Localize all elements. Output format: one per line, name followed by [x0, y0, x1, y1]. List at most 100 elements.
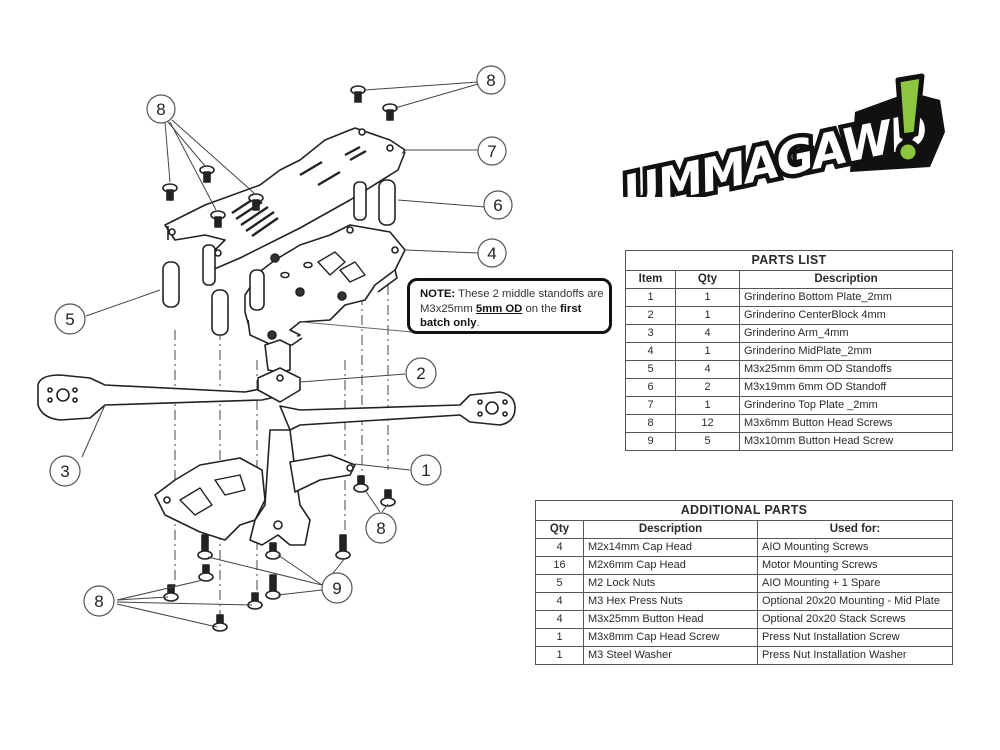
callout-2: 2 — [405, 357, 437, 389]
callout-label: 4 — [487, 244, 496, 263]
cell-qty: 4 — [675, 360, 740, 379]
screw — [265, 574, 281, 600]
cell-qty: 2 — [675, 378, 740, 397]
callout-8-top-right: 8 — [476, 65, 506, 95]
column-header-description: Description — [739, 270, 953, 289]
cell-item: 4 — [625, 342, 676, 361]
note-text: on the — [522, 302, 561, 315]
screw — [247, 592, 263, 610]
screw — [198, 564, 214, 582]
cell-qty: 1 — [675, 306, 740, 325]
cell-item: 9 — [625, 432, 676, 451]
note-text: These 2 middle standoffs are M3x25mm — [420, 288, 604, 315]
center-block — [257, 367, 301, 403]
cell-description: Grinderino CenterBlock 4mm — [739, 306, 953, 325]
callout-label: 5 — [65, 310, 74, 329]
ummagawd-logo: UMMAGAWD — [613, 73, 945, 197]
parts-list-title: PARTS LIST — [625, 250, 953, 271]
callout-8-right: 8 — [365, 512, 397, 544]
callout-label: 8 — [94, 592, 103, 611]
callout-1: 1 — [410, 454, 442, 486]
cell-description: M3x19mm 6mm OD Standoff — [739, 378, 953, 397]
screw — [265, 542, 281, 560]
logo-shadow — [850, 92, 945, 172]
cell-description: Grinderino Bottom Plate_2mm — [739, 288, 953, 307]
cell-qty: 5 — [535, 574, 584, 593]
leader-lines — [81, 81, 486, 628]
column-header-used-for: Used for: — [757, 520, 953, 539]
cell-used-for: Optional 20x20 Stack Screws — [757, 610, 953, 629]
callout-5: 5 — [54, 303, 86, 335]
cell-qty: 16 — [535, 556, 584, 575]
top-plate — [164, 127, 406, 271]
screw — [210, 210, 226, 228]
note-label: NOTE: — [420, 288, 456, 300]
cell-used-for: AIO Mounting + 1 Spare — [757, 574, 953, 593]
callout-label: 8 — [486, 71, 495, 90]
screw — [162, 183, 178, 201]
callout-label: 8 — [376, 519, 385, 538]
callout-label: 9 — [332, 579, 341, 598]
cell-qty: 5 — [675, 432, 740, 451]
callout-8-top-left: 8 — [146, 94, 176, 124]
cell-qty: 4 — [535, 538, 584, 557]
callout-label: 8 — [156, 100, 165, 119]
cell-item: 3 — [625, 324, 676, 343]
column-header-item: Item — [625, 270, 676, 289]
table-header-row: Qty Description Used for: — [535, 520, 953, 539]
cell-item: 6 — [625, 378, 676, 397]
logo-wordmark: UMMAGAWD — [618, 103, 932, 197]
screw — [335, 534, 351, 560]
cell-used-for: Optional 20x20 Mounting - Mid Plate — [757, 592, 953, 611]
cell-description: Grinderino Top Plate _2mm — [739, 396, 953, 415]
cell-qty: 1 — [535, 646, 584, 665]
screws — [162, 85, 398, 632]
cell-used-for: AIO Mounting Screws — [757, 538, 953, 557]
column-header-qty: Qty — [675, 270, 740, 289]
cell-item: 7 — [625, 396, 676, 415]
arms — [37, 339, 516, 546]
cell-description: M3x8mm Cap Head Screw — [583, 628, 758, 647]
callout-label: 2 — [416, 364, 425, 383]
column-header-qty: Qty — [535, 520, 584, 539]
callout-8-bottom-left: 8 — [83, 585, 115, 617]
note-emphasis-batch: first batch only — [420, 302, 582, 330]
callout-7: 7 — [477, 136, 507, 166]
cell-qty: 4 — [675, 324, 740, 343]
callout-label: 3 — [60, 462, 69, 481]
callout-label: 1 — [421, 461, 430, 480]
cell-item: 8 — [625, 414, 676, 433]
cell-description: M3x10mm Button Head Screw — [739, 432, 953, 451]
cell-qty: 1 — [675, 342, 740, 361]
cell-qty: 4 — [535, 610, 584, 629]
cell-qty: 12 — [675, 414, 740, 433]
screw — [353, 475, 369, 493]
cell-description: M3 Steel Washer — [583, 646, 758, 665]
cell-qty: 1 — [675, 396, 740, 415]
bottom-plate — [154, 454, 356, 541]
cell-used-for: Motor Mounting Screws — [757, 556, 953, 575]
screw — [199, 165, 215, 183]
additional-parts-title: ADDITIONAL PARTS — [535, 500, 953, 521]
cell-item: 5 — [625, 360, 676, 379]
callout-9: 9 — [321, 572, 353, 604]
callout-label: 7 — [487, 142, 496, 161]
cell-qty: 4 — [535, 592, 584, 611]
cell-qty: 1 — [675, 288, 740, 307]
cell-description: Grinderino Arm_4mm — [739, 324, 953, 343]
screw — [380, 489, 396, 507]
